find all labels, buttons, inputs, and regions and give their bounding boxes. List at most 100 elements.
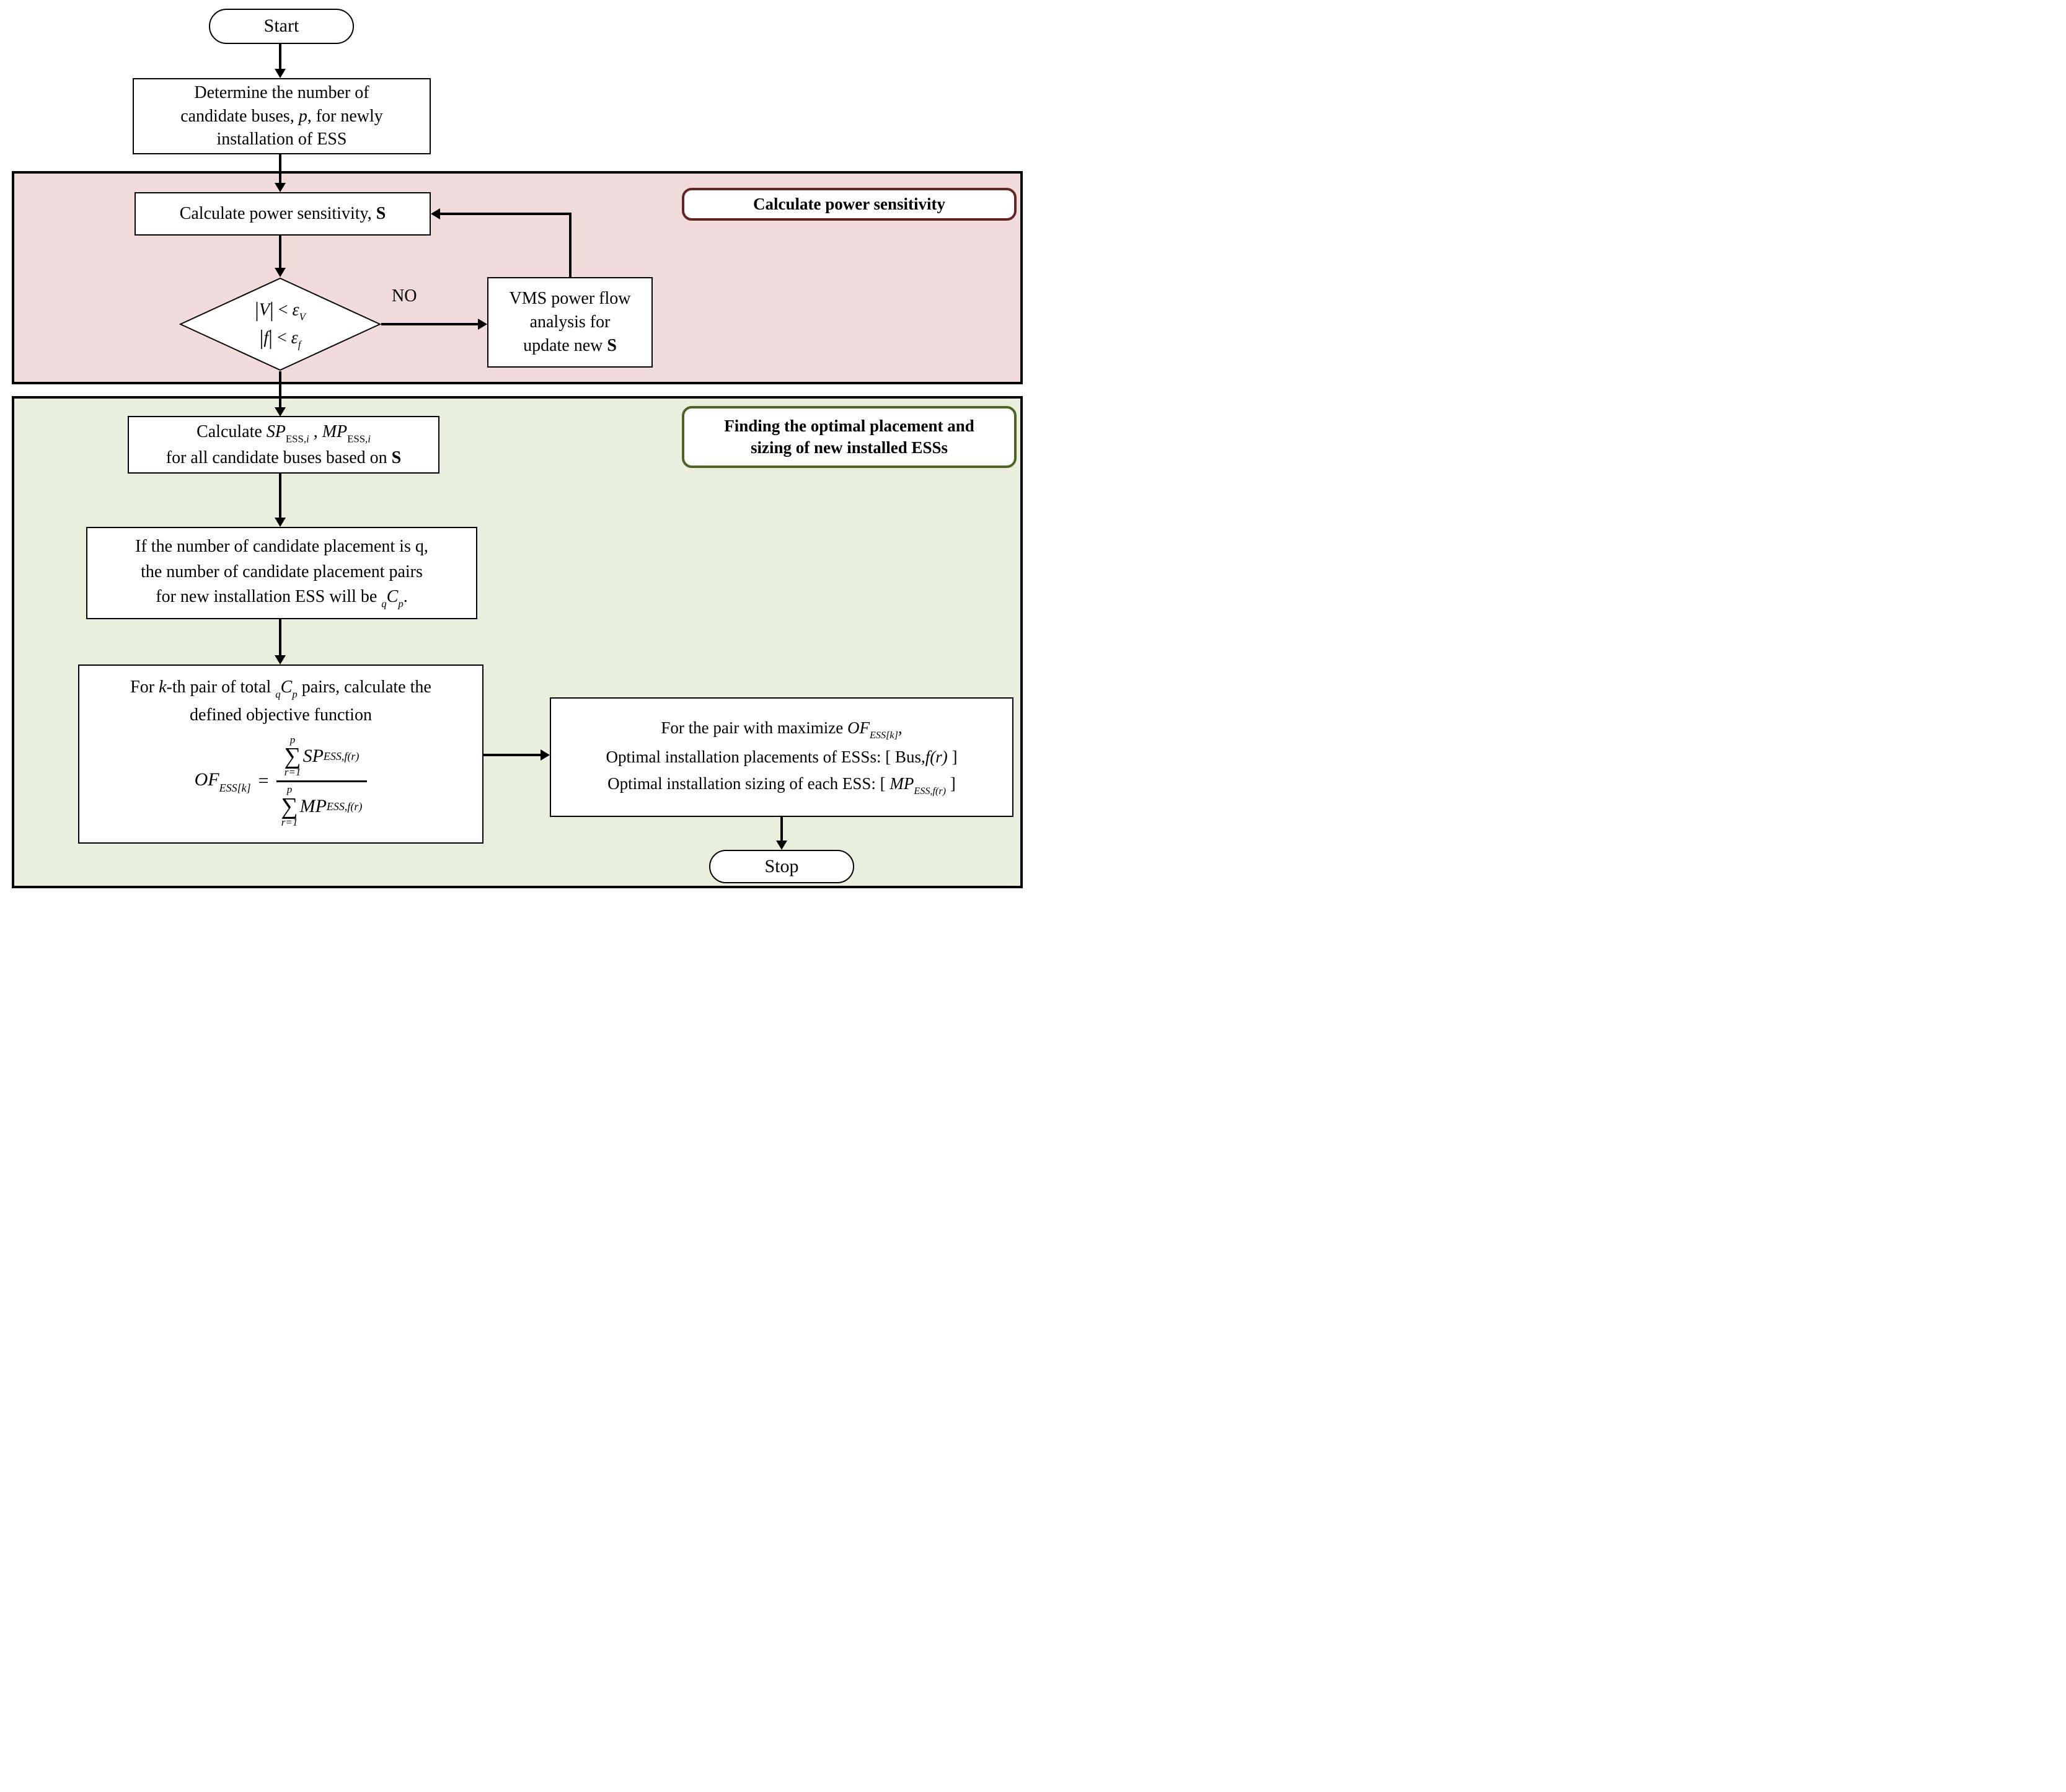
calc-power-sensitivity-process: Calculate power sensitivity, S: [135, 192, 431, 236]
numerator-SP: SP: [302, 746, 324, 767]
pairs-line3: for new installation ESS will be: [156, 587, 382, 607]
calcsp-MP-sub: ESS,: [347, 432, 368, 444]
sigma-upper-limit: p: [286, 783, 293, 796]
abs-bar: |: [259, 327, 264, 350]
sigma-lower-limit: r=1: [281, 816, 298, 829]
vms-line1: VMS power flow: [509, 289, 631, 309]
denominator-sigma: p ∑ r=1: [281, 783, 298, 829]
objective-h1a: For: [130, 678, 159, 697]
optimal-result-text: For the pair with maximize OFESS[k], Opt…: [606, 715, 958, 800]
calcsp-MP-sub-i: i: [368, 432, 371, 444]
calc-sp-mp-process: Calculate SPESS,i , MPESS,i for all cand…: [128, 416, 439, 474]
formula-OF: OFESS[k]: [195, 767, 251, 795]
pairs-line2: the number of candidate placement pairs: [141, 562, 423, 581]
decision-diamond-polygon: [179, 277, 381, 371]
calcsp-MP: MP: [322, 422, 348, 441]
start-terminator: Start: [209, 9, 354, 44]
objective-heading: For k-th pair of total qCp pairs, calcul…: [130, 674, 431, 728]
arrowhead-right-icon: [478, 319, 487, 330]
power-section-label-text: Calculate power sensitivity: [753, 194, 945, 213]
arrow-decision-to-calcsp: [279, 371, 281, 408]
pairs-C: C: [386, 587, 399, 607]
optimal-section-label-line2: sizing of new installed ESSs: [750, 438, 948, 457]
result-line3a: Optimal installation sizing of each ESS:…: [607, 774, 890, 793]
sigma-icon: ∑: [281, 793, 298, 819]
arrow-result-to-stop: [780, 817, 783, 842]
epsilon-symbol: ε: [291, 328, 298, 348]
sigma-icon: ∑: [284, 743, 301, 770]
arrowhead-down-icon: [275, 655, 286, 664]
formula-equals: =: [258, 770, 269, 792]
denominator-MP-sub: ESS,f(r): [326, 800, 363, 813]
arrow-calc-to-decision: [279, 236, 281, 269]
less-than-op: <: [272, 328, 291, 348]
result-OF: OF: [847, 718, 870, 737]
objective-function-process: For k-th pair of total qCp pairs, calcul…: [78, 664, 483, 844]
calc-power-sensitivity-text: Calculate power sensitivity, S: [180, 202, 386, 226]
sigma-upper-limit: p: [289, 733, 296, 746]
convergence-decision: |V| < εV |f| < εf: [179, 277, 381, 371]
decision-line2: |f| < εf: [260, 324, 301, 352]
arrow-vms-feedback-vertical: [569, 213, 572, 277]
objective-k: k: [159, 678, 167, 697]
calcsp-SP-sub: ESS,: [285, 432, 307, 444]
arrow-calcsp-to-pairs: [279, 474, 281, 519]
no-branch-label: NO: [392, 286, 417, 306]
abs-bar: |: [268, 327, 273, 350]
epsilon-sub-f: f: [298, 338, 301, 351]
epsilon-symbol: ε: [292, 299, 299, 319]
numerator-sigma: p ∑ r=1: [284, 733, 301, 779]
numerator-SP-sub: ESS,f(r): [323, 750, 360, 763]
result-fr: f(r): [925, 747, 948, 766]
calc-sensitivity-text: Calculate power sensitivity,: [179, 204, 376, 224]
candidate-pairs-text: If the number of candidate placement is …: [135, 534, 428, 612]
arrowhead-down-icon: [275, 183, 286, 192]
determine-line2a: candidate buses,: [180, 106, 299, 126]
objective-C: C: [280, 678, 293, 697]
calcsp-S: S: [391, 448, 402, 467]
less-than-op: <: [273, 299, 293, 319]
flowchart-canvas: Calculate power sensitivity Finding the …: [0, 0, 1033, 896]
pairs-p-sub: p: [398, 598, 404, 610]
abs-bar: |: [270, 298, 274, 322]
result-OF-sub: ESS[k]: [870, 729, 898, 741]
calcsp-separator: ,: [309, 422, 322, 441]
candidate-pairs-process: If the number of candidate placement is …: [86, 527, 477, 619]
objective-h2: defined objective function: [190, 705, 372, 725]
stop-terminator: Stop: [709, 850, 854, 883]
arrow-determine-to-calc: [279, 154, 281, 184]
result-line3b: ]: [946, 774, 956, 793]
formula-OF-text: OF: [194, 769, 219, 790]
result-line2b: ]: [947, 747, 958, 766]
arrow-decision-to-vms: [381, 323, 479, 325]
calcsp-SP: SP: [266, 422, 286, 441]
optimal-section-label-line1: Finding the optimal placement and: [724, 416, 974, 435]
result-line1b: ,: [898, 718, 903, 737]
determine-var-p: p: [298, 106, 307, 126]
result-MP-sub: ESS,f(r): [914, 785, 947, 797]
objective-h1c: pairs, calculate the: [297, 678, 431, 697]
determine-candidate-buses-process: Determine the number of candidate buses,…: [133, 78, 431, 154]
arrow-objective-to-result: [483, 754, 542, 756]
arrowhead-down-icon: [275, 518, 286, 527]
result-line1a: For the pair with maximize: [661, 718, 848, 737]
objective-p-sub: p: [292, 688, 298, 700]
decision-diamond-shape: [179, 277, 381, 371]
determine-line1: Determine the number of: [194, 82, 369, 102]
calcsp-text1: Calculate: [196, 422, 267, 441]
result-MP: MP: [890, 774, 914, 793]
decision-var-V: V: [258, 299, 270, 319]
pairs-q-sub: q: [381, 598, 387, 610]
arrowhead-down-icon: [275, 268, 286, 277]
pairs-line1: If the number of candidate placement is …: [135, 537, 428, 557]
arrow-vms-feedback-horizontal: [438, 213, 572, 215]
calcsp-SP-sub-i: i: [306, 432, 309, 444]
start-label: Start: [263, 15, 299, 37]
objective-q-sub: q: [275, 688, 281, 700]
optimal-result-process: For the pair with maximize OFESS[k], Opt…: [550, 697, 1013, 817]
vms-power-flow-text: VMS power flow analysis for update new S: [510, 287, 631, 357]
